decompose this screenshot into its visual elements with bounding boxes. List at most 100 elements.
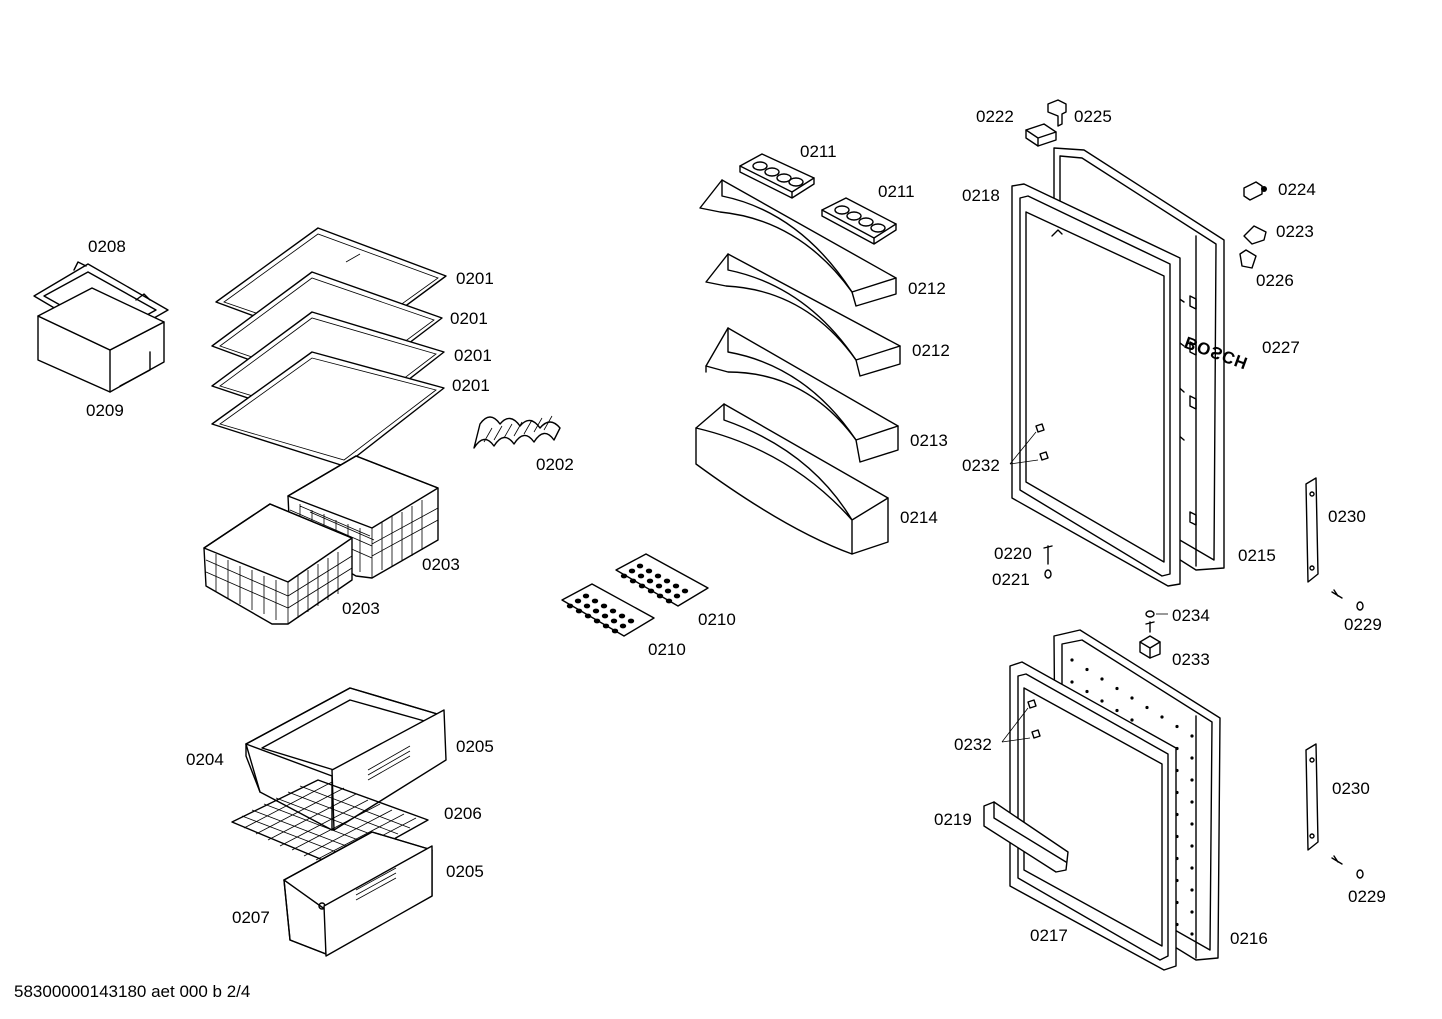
ice-cube-cell (638, 583, 646, 589)
label-0218: 0218 (962, 186, 1000, 205)
part-0223-cover (1243, 225, 1267, 245)
door-dimple (1190, 778, 1194, 782)
label-0219: 0219 (934, 810, 972, 829)
part-0213-door-shelf (705, 327, 899, 463)
label-0201: 0201 (450, 309, 488, 328)
label-0215: 0215 (1238, 546, 1276, 565)
door-dimple (1115, 708, 1119, 713)
part-0230-handle-lower (1305, 743, 1319, 851)
ice-cube-cell (600, 603, 608, 609)
ice-tray-cells (620, 563, 689, 604)
label-0209: 0209 (86, 401, 124, 420)
part-0217-freezer-gasket (1009, 661, 1177, 971)
ice-cube-cell (575, 608, 583, 614)
ice-cube-cell (655, 583, 663, 589)
part-0201-glass-shelves (211, 227, 447, 467)
label-0232: 0232 (954, 735, 992, 754)
label-0227: 0227 (1262, 338, 1300, 357)
label-0222: 0222 (976, 107, 1014, 126)
ice-cube-cell (592, 608, 600, 614)
ice-cube-cell (609, 608, 617, 614)
ice-tray-cells (566, 593, 635, 634)
part-0212-door-shelf-top (699, 179, 897, 307)
ice-cube-cell (566, 603, 574, 609)
ice-cube-cell (601, 613, 609, 619)
label-0229: 0229 (1344, 615, 1382, 634)
part-0211-egg-tray-upper (739, 153, 815, 199)
part-0210-ice-tray-left (561, 583, 655, 637)
label-0208: 0208 (88, 237, 126, 256)
ice-cube-cell (584, 613, 592, 619)
ice-cube-cell (611, 628, 619, 634)
label-0234: 0234 (1172, 606, 1210, 625)
label-0221: 0221 (992, 570, 1030, 589)
label-0201: 0201 (452, 376, 490, 395)
ice-cube-cell (629, 578, 637, 584)
ice-cube-cell (591, 598, 599, 604)
part-0221-washer (1044, 569, 1052, 579)
door-dimple (1130, 718, 1134, 722)
ice-cube-cell (654, 573, 662, 579)
label-0224: 0224 (1278, 180, 1316, 199)
label-0205: 0205 (456, 737, 494, 756)
ice-cube-cell (582, 593, 590, 599)
door-dimple (1190, 866, 1194, 870)
label-0201: 0201 (454, 346, 492, 365)
part-0209-box (37, 287, 165, 393)
ice-cube-cell (681, 588, 689, 594)
part-0230-handle-upper (1305, 477, 1319, 583)
ice-cube-cell (610, 618, 618, 624)
door-dimple (1175, 724, 1179, 729)
ice-cube-cell (673, 593, 681, 599)
ice-cube-cell (636, 563, 644, 569)
ice-cube-cell (574, 598, 582, 604)
label-0223: 0223 (1276, 222, 1314, 241)
part-0214-door-shelf-large (695, 403, 889, 555)
ice-cube-cell (619, 623, 627, 629)
ice-cube-cell (646, 578, 654, 584)
door-dimple (1070, 680, 1074, 684)
ice-cube-cell (627, 618, 635, 624)
door-dimple (1190, 822, 1194, 826)
part-0234-screw-washer (1145, 610, 1168, 633)
door-dimple (1085, 667, 1089, 672)
part-0225-hinge (1047, 99, 1067, 127)
door-dimple (1190, 932, 1194, 936)
part-0210-ice-tray-right (615, 553, 709, 607)
ice-cube-cell (663, 578, 671, 584)
door-dimple (1145, 705, 1149, 710)
label-0203: 0203 (342, 599, 380, 618)
ice-cube-cell (637, 573, 645, 579)
ice-cube-cell (665, 598, 673, 604)
part-0229-screws (1331, 589, 1364, 879)
part-0203-basket-front (203, 503, 353, 625)
label-0201: 0201 (456, 269, 494, 288)
ice-cube-cell (618, 613, 626, 619)
label-0220: 0220 (994, 544, 1032, 563)
part-0232-bumpers-upper (1009, 423, 1049, 465)
part-0206-wire-grid (231, 779, 429, 869)
label-0233: 0233 (1172, 650, 1210, 669)
part-0220-screw (1043, 545, 1053, 565)
part-0211-egg-tray-lower (821, 197, 897, 245)
door-dimple (1190, 756, 1194, 760)
label-0206: 0206 (444, 804, 482, 823)
label-0225: 0225 (1074, 107, 1112, 126)
label-0203: 0203 (422, 555, 460, 574)
door-dimple (1115, 686, 1119, 691)
ice-cube-cell (620, 573, 628, 579)
door-dimple (1085, 689, 1089, 694)
ice-cube-cell (656, 593, 664, 599)
label-0205: 0205 (446, 862, 484, 881)
part-0226-clip (1239, 249, 1257, 269)
door-dimple (1100, 699, 1104, 703)
door-dimple (1070, 658, 1074, 662)
part-0212-door-shelf-middle (705, 253, 901, 377)
door-dimple (1190, 734, 1194, 738)
label-0226: 0226 (1256, 271, 1294, 290)
label-0207: 0207 (232, 908, 270, 927)
document-reference: 58300000143180 aet 000 b 2/4 (14, 982, 250, 1001)
door-dimple (1160, 715, 1164, 719)
label-0216: 0216 (1230, 929, 1268, 948)
